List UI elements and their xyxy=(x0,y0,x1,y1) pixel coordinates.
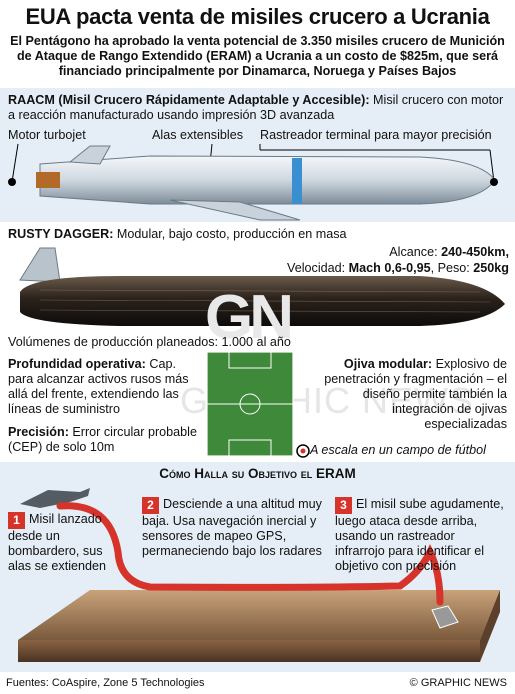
weight-label: , Peso: xyxy=(430,261,474,275)
missile-path xyxy=(56,502,444,606)
target-icon xyxy=(296,444,310,458)
leader-engine xyxy=(11,143,19,183)
pitch-center-circle xyxy=(239,393,261,415)
step-1-number: 1 xyxy=(8,512,25,529)
range-value: 240-450km, xyxy=(441,245,509,259)
label-tracker: Rastreador terminal para mayor precisión xyxy=(260,128,492,142)
warhead-title: Ojiva modular: xyxy=(343,357,433,371)
feature-depth: Profundidad operativa: Cap. para alcanza… xyxy=(8,357,200,417)
step-3-text: El misil sube agudamente, luego ataca de… xyxy=(335,497,504,573)
raacm-name: RAACM (Misil Crucero Rápidamente Adaptab… xyxy=(8,93,370,107)
step-1-text: Misil lanzado desde un bombardero, sus a… xyxy=(8,512,107,573)
precision-text: Error circular probable (CEP) de solo 10… xyxy=(8,425,197,454)
turbojet-nozzle xyxy=(36,172,60,188)
page-subtitle: El Pentágono ha aprobado la venta potenc… xyxy=(10,34,505,78)
eram-diagram xyxy=(18,488,500,662)
missile-body xyxy=(39,155,496,205)
weight-value: 250kg xyxy=(473,261,509,275)
pitch-bottom-box xyxy=(228,439,272,457)
rusty-range: Alcance: 240-450km, xyxy=(259,245,509,260)
raacm-desc: Misil crucero con motor a reacción manuf… xyxy=(8,93,504,122)
feature-warhead: Ojiva modular: Explosivo de penetración … xyxy=(307,357,507,432)
rusty-tail-fin xyxy=(19,247,61,283)
feature-precision: Precisión: Error circular probable (CEP)… xyxy=(8,425,198,455)
terrain-edge xyxy=(480,590,500,662)
raacm-description: RAACM (Misil Crucero Rápidamente Adaptab… xyxy=(8,93,508,123)
scale-note: A escala en un campo de fútbol xyxy=(310,443,486,457)
step-2-text: Desciende a una altitud muy baja. Usa na… xyxy=(142,497,322,558)
wing xyxy=(169,199,301,221)
watermark-logo: GN xyxy=(205,283,294,352)
raacm-missile-illustration xyxy=(8,143,498,221)
step-3-number: 3 xyxy=(335,497,352,514)
depth-title: Profundidad operativa: xyxy=(8,357,146,371)
rusty-speed-weight: Velocidad: Mach 0,6-0,95, Peso: 250kg xyxy=(179,261,509,276)
marker-engine xyxy=(8,178,16,186)
rusty-name: RUSTY DAGGER: xyxy=(8,227,114,241)
label-engine: Motor turbojet xyxy=(8,128,86,142)
leader-tracker-c xyxy=(489,149,495,183)
missile-band xyxy=(292,158,302,204)
terrain-top xyxy=(18,590,500,640)
warhead-text: Explosivo de penetración y fragmentación… xyxy=(324,357,507,431)
label-wings: Alas extensibles xyxy=(152,128,244,142)
range-label: Alcance: xyxy=(389,245,442,259)
tail-fin xyxy=(68,145,111,165)
step-2-number: 2 xyxy=(142,497,159,514)
rusty-body-lines xyxy=(39,289,491,313)
production-volume: Volúmenes de producción planeados: 1.000… xyxy=(8,335,291,349)
footer-credit: © GRAPHIC NEWS xyxy=(409,677,507,689)
bomber-icon xyxy=(20,488,90,508)
football-pitch xyxy=(206,351,294,457)
terrain-side xyxy=(18,640,480,662)
precision-title: Precisión: xyxy=(8,425,69,439)
rusty-desc: Modular, bajo costo, producción en masa xyxy=(113,227,347,241)
speed-value: Mach 0,6-0,95 xyxy=(348,261,431,275)
target-structure xyxy=(431,605,459,629)
marker-tracker xyxy=(490,178,498,186)
footer-sources: Fuentes: CoAspire, Zone 5 Technologies xyxy=(6,677,205,689)
pitch-top-box xyxy=(228,351,272,369)
rusty-dagger-illustration xyxy=(19,247,505,326)
depth-text: Cap. para alcanzar activos rusos más all… xyxy=(8,357,189,416)
eram-heading: Cómo Halla su Objetivo el ERAM xyxy=(159,466,356,481)
speed-label: Velocidad: xyxy=(287,261,349,275)
rusty-description: RUSTY DAGGER: Modular, bajo costo, produ… xyxy=(8,227,508,242)
page-title: EUA pacta venta de misiles crucero a Ucr… xyxy=(25,4,490,29)
